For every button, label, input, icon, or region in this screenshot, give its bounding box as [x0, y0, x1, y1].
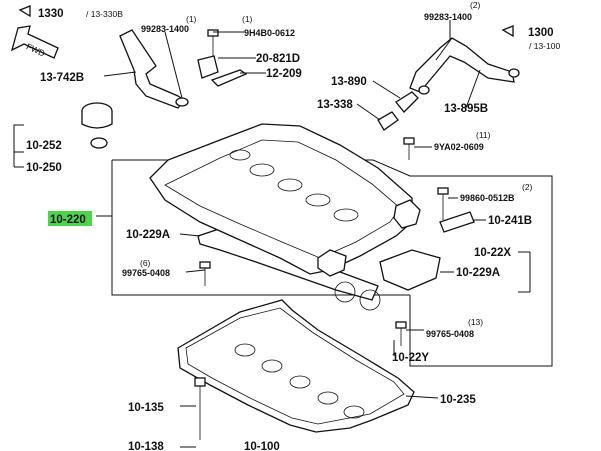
head-cover-body [149, 123, 413, 275]
part-13-895b[interactable]: 13-895B [444, 103, 488, 115]
part-10-220[interactable]: 10-220 [50, 214, 86, 226]
part-10-250[interactable]: 10-250 [26, 162, 62, 174]
qty-2-b: (2) [522, 182, 533, 192]
part-10-241b[interactable]: 10-241B [488, 215, 532, 227]
part-10-138[interactable]: 10-138 [128, 441, 164, 451]
part-9h4b0-0612[interactable]: 9H4B0-0612 [244, 28, 295, 38]
bolt-99765-right [395, 321, 407, 346]
qty-13: (13) [468, 317, 483, 327]
label-group-1330[interactable]: 1330 [38, 8, 64, 20]
part-10-22y[interactable]: 10-22Y [392, 352, 429, 364]
qty-2-a: (2) [470, 0, 481, 10]
cover-rear-boss [393, 199, 421, 229]
hose-clamp-right [508, 68, 520, 78]
labels: 1330 / 13-330B FWD (1) 99283-1400 (1) 9H… [25, 0, 561, 451]
part-10-22x[interactable]: 10-22X [474, 247, 511, 259]
ref-arrow-1330 [18, 5, 31, 18]
qty-1-a: (1) [186, 14, 197, 24]
label-group-1300-sub[interactable]: / 13-100 [529, 41, 560, 51]
frame-right [372, 159, 553, 367]
stud-10-135 [194, 377, 206, 440]
part-10-100[interactable]: 10-100 [244, 441, 280, 451]
part-10-229a-left[interactable]: 10-229A [126, 229, 170, 241]
part-99283-1400-left[interactable]: 99283-1400 [141, 24, 189, 34]
hose-clamp-left [175, 97, 189, 107]
pcv-valve [395, 91, 419, 113]
frame-left [111, 160, 410, 296]
label-group-1330-sub[interactable]: / 13-330B [86, 9, 123, 19]
cover-gasket-inner [185, 307, 405, 425]
plug-gasket-right [379, 249, 441, 291]
plate-12-209 [210, 69, 248, 87]
part-13-338[interactable]: 13-338 [317, 99, 353, 111]
plug-gasket-rings [334, 281, 381, 311]
pcv-grommet [377, 111, 399, 131]
part-99283-1400-right[interactable]: 99283-1400 [424, 12, 472, 22]
fwd-arrow [10, 25, 59, 59]
part-20-821d[interactable]: 20-821D [256, 53, 300, 65]
bolt-99860 [437, 187, 449, 220]
bolt-9ya02 [403, 137, 415, 160]
highlight-10-220 [48, 211, 92, 226]
label-group-1300[interactable]: 1300 [528, 27, 554, 39]
filler-cap-seal [90, 137, 108, 149]
breather-hose-right [409, 37, 515, 93]
qty-6: (6) [140, 258, 151, 268]
leader-lines [96, 20, 531, 448]
part-10-229a-right[interactable]: 10-229A [456, 267, 500, 279]
plug-seal-holes [234, 343, 365, 419]
part-13-890[interactable]: 13-890 [331, 76, 367, 88]
part-12-209[interactable]: 12-209 [266, 68, 302, 80]
part-9ya02-0609[interactable]: 9YA02-0609 [434, 142, 484, 152]
part-13-742b[interactable]: 13-742B [40, 72, 84, 84]
hose-clamp-right-2 [418, 85, 430, 95]
bracket-10-250 [13, 124, 24, 153]
part-99860-0512b[interactable]: 99860-0512B [460, 193, 515, 203]
bracket-10-241b [439, 211, 475, 233]
part-10-135[interactable]: 10-135 [128, 402, 164, 414]
ref-arrow-1300 [501, 25, 514, 38]
bolt-99765-left [199, 261, 211, 286]
part-10-235[interactable]: 10-235 [440, 394, 476, 406]
part-99765-0408-right[interactable]: 99765-0408 [426, 329, 474, 339]
bracket-20-821d [197, 55, 219, 79]
cover-gasket [177, 299, 415, 433]
bolt-9h4b0 [207, 29, 219, 56]
part-99765-0408-left[interactable]: 99765-0408 [122, 268, 170, 278]
part-10-252[interactable]: 10-252 [26, 140, 62, 152]
head-cover-ribs [229, 149, 359, 222]
qty-1-b: (1) [242, 14, 253, 24]
cover-end-bump [317, 249, 347, 277]
qty-11: (11) [476, 130, 491, 140]
filler-cap-body [81, 111, 113, 129]
